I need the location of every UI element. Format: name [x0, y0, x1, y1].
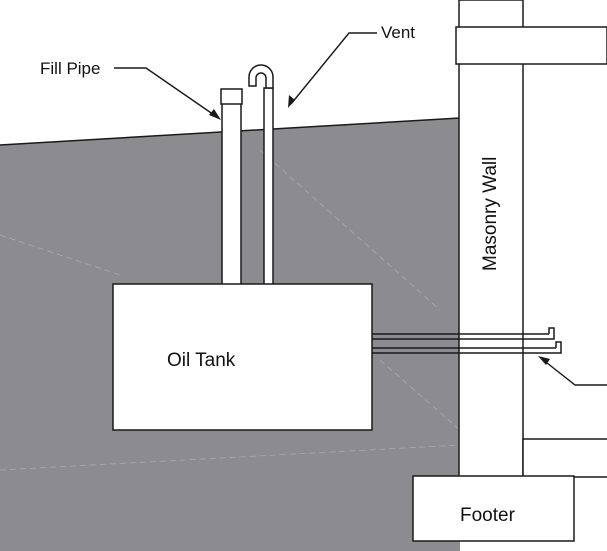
masonry-wall	[458, 0, 524, 478]
oil-tank-label: Oil Tank	[167, 350, 236, 371]
oil-tank	[112, 283, 373, 431]
vent-pipe	[263, 87, 274, 286]
wall-cap	[455, 26, 607, 65]
footer	[412, 475, 575, 542]
vent-leader	[290, 32, 377, 105]
masonry-wall-label: Masonry Wall	[480, 157, 501, 271]
floor-slab	[522, 438, 607, 478]
fill-pipe-label: Fill Pipe	[40, 59, 100, 78]
fill-pipe-leader	[114, 67, 218, 118]
line-arrow	[538, 356, 550, 365]
vent-label: Vent	[381, 23, 415, 42]
leader-arrowheads	[209, 95, 550, 365]
faint-ground-lines	[0, 149, 461, 471]
footer-label: Footer	[460, 505, 516, 526]
vent-cap	[248, 64, 274, 89]
leader-lines	[114, 32, 607, 386]
vent-arrow	[288, 95, 295, 108]
fill-pipe-cap	[220, 88, 243, 105]
supply-lines	[372, 327, 562, 354]
fill-pipe-arrow	[209, 109, 221, 120]
line-leader	[541, 358, 607, 386]
fill-pipe	[221, 102, 242, 286]
